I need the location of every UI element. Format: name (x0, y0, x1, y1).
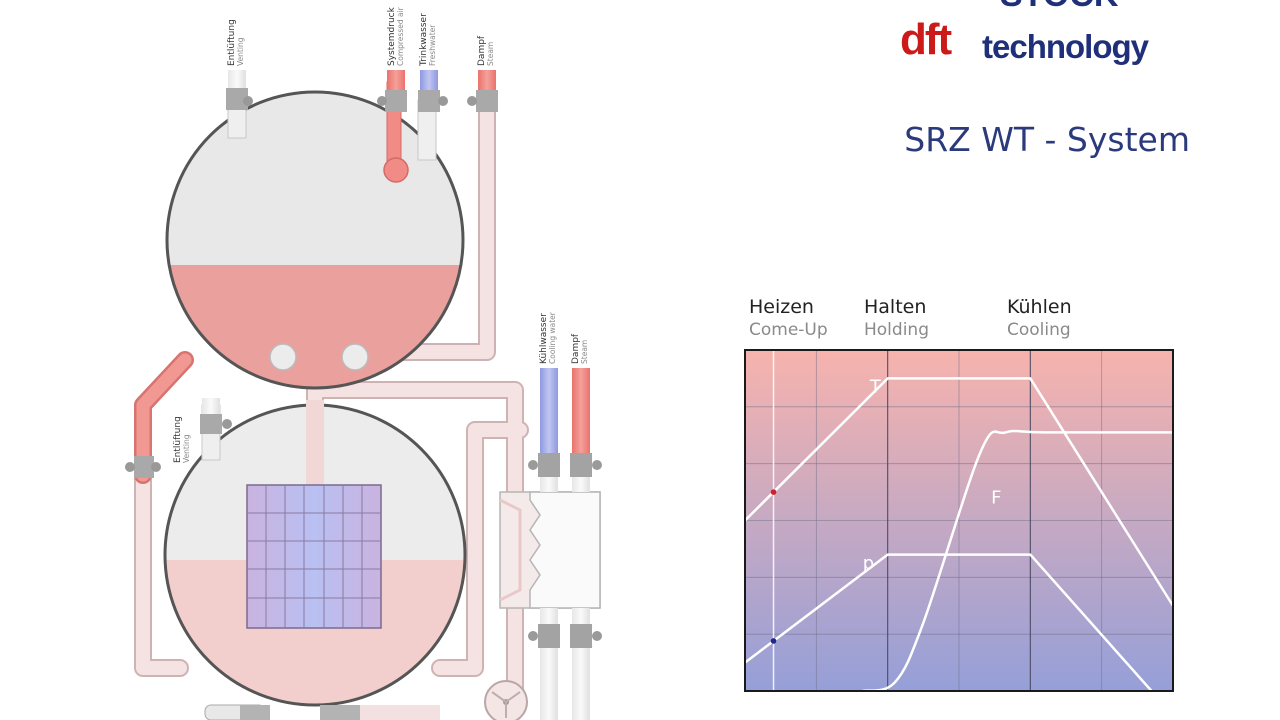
phase-halten-en: Holding (864, 320, 929, 340)
logo-brand-partial: STOCK (1000, 0, 1119, 14)
left-riser-valve (125, 456, 161, 478)
label-steam-top-de: Dampf (477, 35, 487, 66)
label-compressed-air-de: Systemdruck (387, 6, 397, 66)
bottom-connectors (204, 704, 440, 720)
exchanger-supply-lines (528, 368, 602, 720)
circulation-pump (484, 680, 528, 720)
cursor-marker-t (770, 489, 777, 495)
chart-grid (745, 350, 1173, 691)
chart-series-labels: T Fp (863, 377, 1002, 574)
phase-kuehlen-de: Kühlen (1007, 296, 1072, 318)
logo-dft: dft (900, 15, 953, 64)
label-cooling-water-de: Kühlwasser (539, 313, 549, 364)
phase-heizen-en: Come-Up (749, 320, 828, 340)
label-venting-lower-en: Venting (182, 434, 191, 463)
heat-exchanger (499, 491, 601, 609)
company-logo: STOCK dft technology (900, 0, 1151, 65)
label-freshwater-de: Trinkwasser (419, 13, 429, 67)
page-title: SRZ WT - System (904, 120, 1190, 159)
label-venting-top-en: Venting (236, 37, 245, 66)
top-inlet-lines (226, 70, 498, 112)
logo-technology: technology (982, 28, 1150, 65)
lower-vessel (163, 400, 467, 707)
chart-series (744, 377, 1175, 693)
series-line-t (744, 377, 1175, 607)
lower-venting-valve (200, 398, 232, 434)
label-steam-right-en: Steam (580, 340, 589, 364)
label-venting-top-de: Entlüftung (227, 19, 237, 66)
label-steam-right-de: Dampf (571, 333, 581, 364)
series-label-f: F (991, 487, 1001, 508)
phase-heizen-de: Heizen (749, 296, 814, 318)
series-label-t: T (869, 377, 882, 398)
phase-headers: Heizen Come-Up Halten Holding Kühlen Coo… (749, 296, 1072, 340)
label-cooling-water-en: Cooling water (548, 311, 557, 364)
line-labels: Entlüftung Venting Systemdruck Compresse… (173, 6, 589, 463)
label-venting-lower-de: Entlüftung (173, 416, 183, 463)
label-freshwater-en: Freshwater (428, 24, 437, 66)
series-label-p: p (863, 553, 874, 574)
cursor-marker-p (770, 638, 777, 644)
process-chart: T Fp (744, 349, 1175, 693)
return-nozzles (269, 343, 369, 371)
product-basket (246, 484, 382, 629)
label-compressed-air-en: Compressed air (396, 6, 405, 66)
chart-frame (744, 349, 1174, 692)
label-steam-top-en: Steam (486, 42, 495, 66)
phase-halten-de: Halten (864, 296, 926, 318)
series-line-p (744, 553, 1153, 692)
phase-kuehlen-en: Cooling (1007, 320, 1071, 340)
series-line-f (862, 429, 1173, 693)
